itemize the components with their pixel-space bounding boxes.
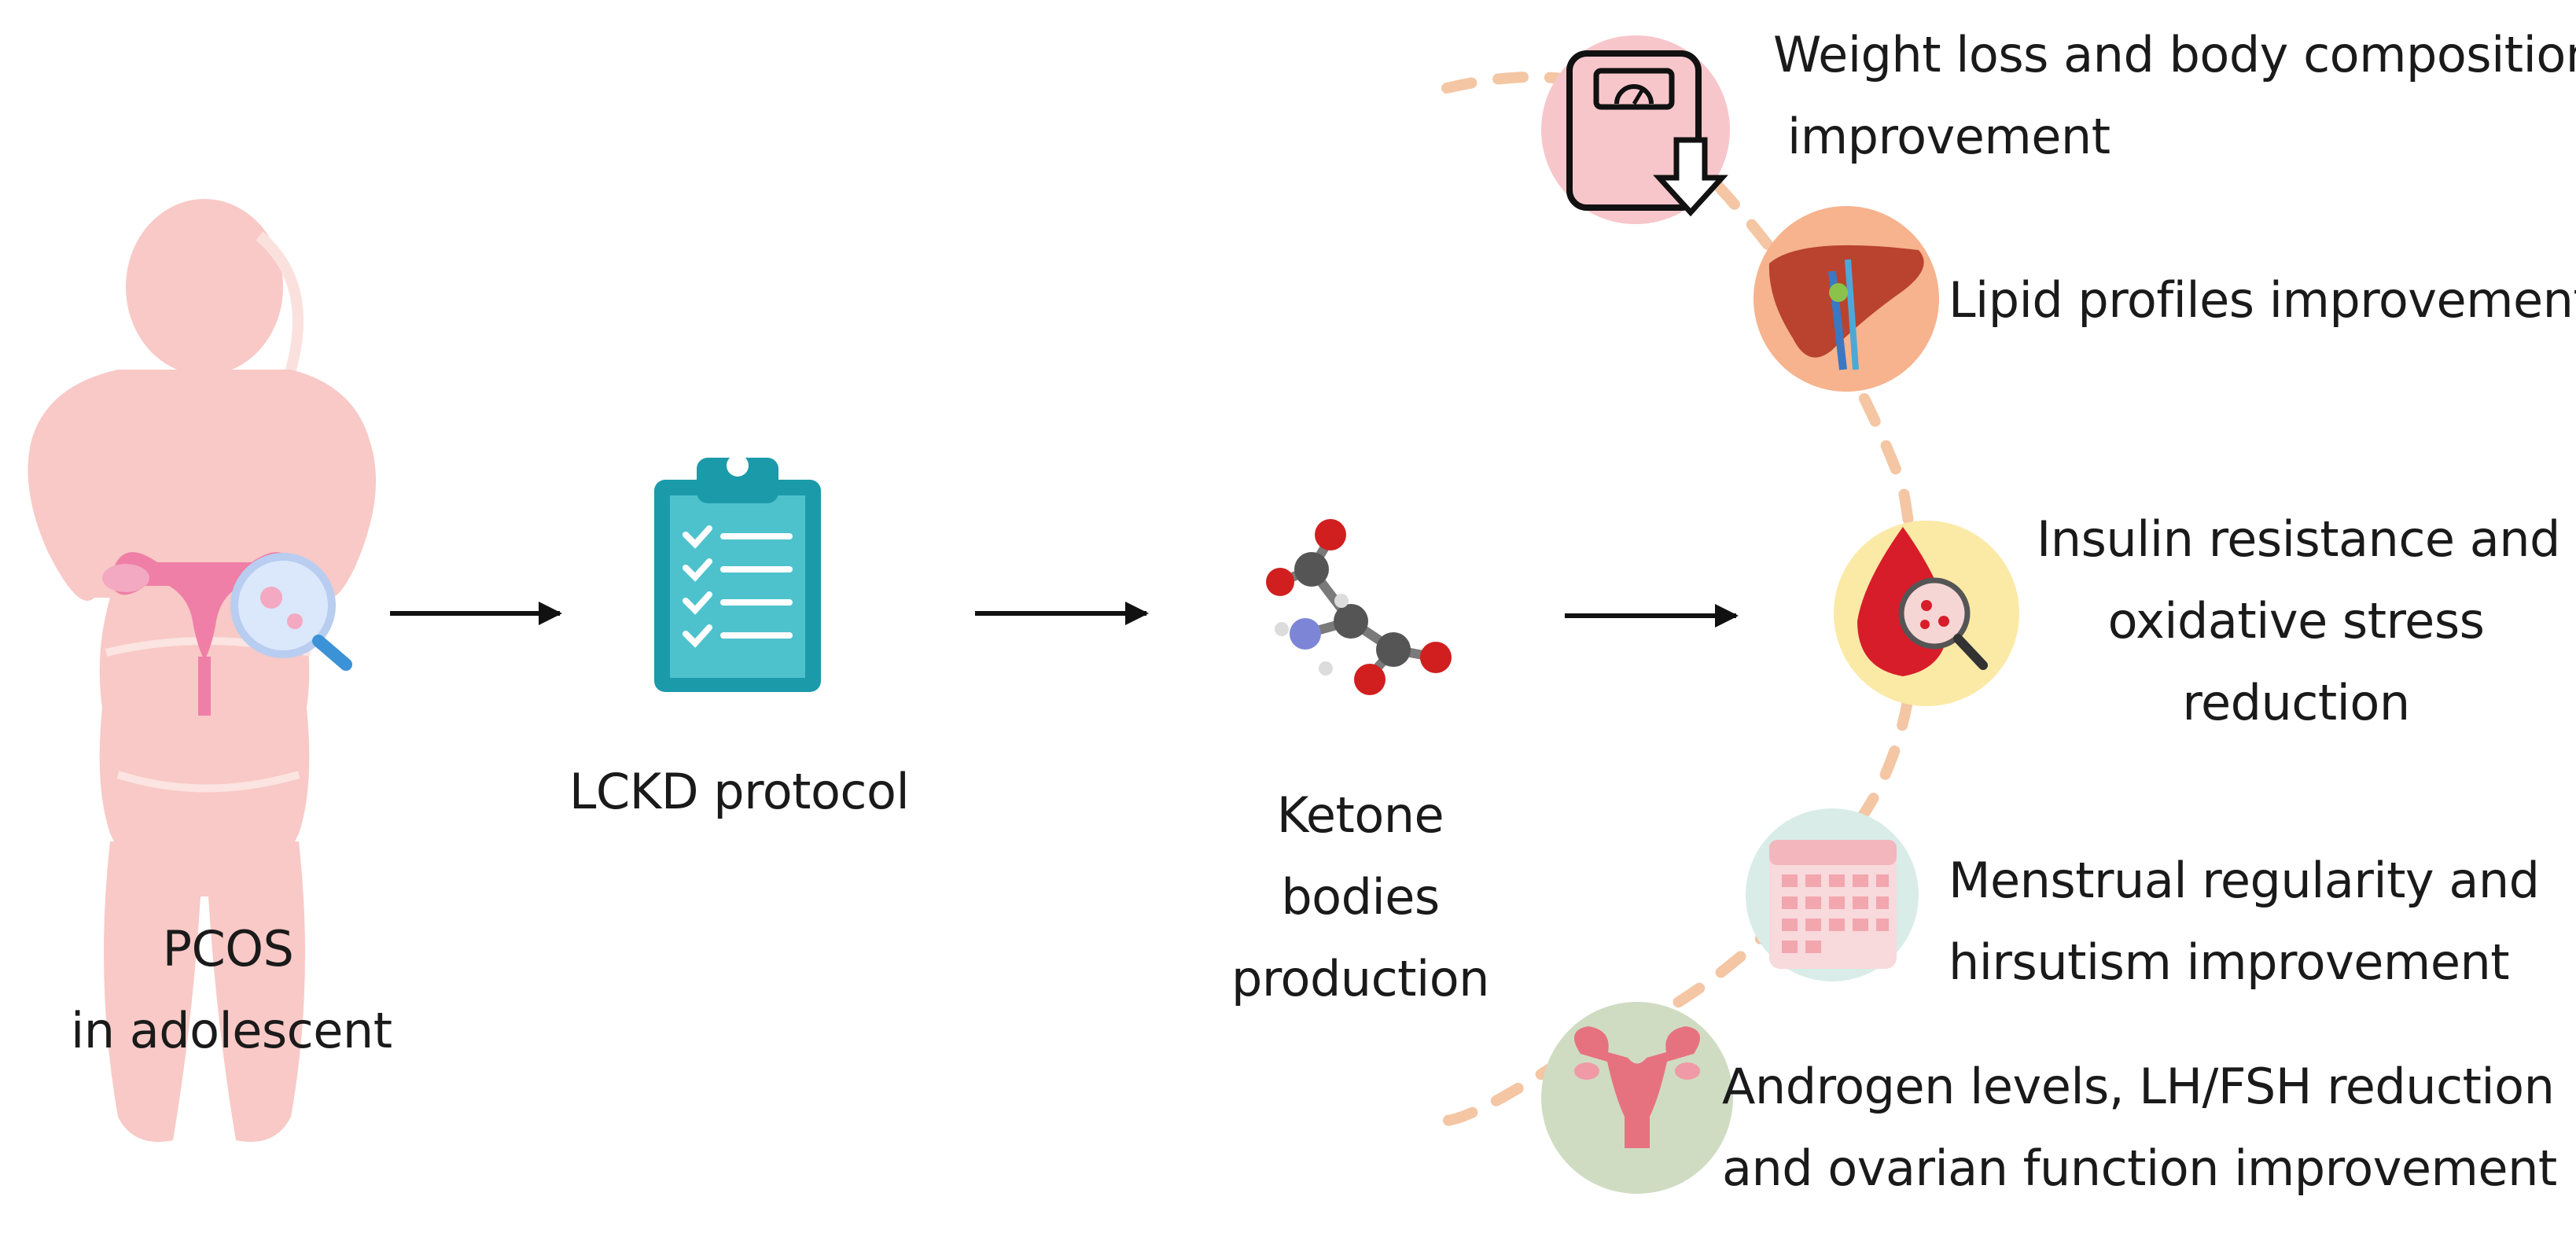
magnifier-icon bbox=[230, 553, 352, 671]
outcome-androgen-line2: and ovarian function improvement bbox=[1722, 1139, 2557, 1198]
patient-label-line2: in adolescent bbox=[71, 1002, 392, 1060]
outcome-weight-line2: improvement bbox=[1787, 108, 2110, 166]
patient-label-line1: PCOS bbox=[162, 920, 294, 977]
outcome-insulin-line3: reduction bbox=[2182, 674, 2410, 732]
outcome-androgen-label: Androgen levels, LH/FSH reduction and ov… bbox=[1722, 1046, 2557, 1209]
outcome-menstrual-label: Menstrual regularity and hirsutism impro… bbox=[1949, 840, 2540, 1003]
liver-icon bbox=[1754, 206, 1939, 392]
outcome-insulin-label: Insulin resistance and oxidative stress … bbox=[2037, 499, 2560, 744]
protocol-label: LCKD protocol bbox=[519, 751, 959, 833]
weight-scale-icon bbox=[1541, 35, 1730, 224]
calendar-icon bbox=[1746, 808, 1919, 981]
outcome-menstrual-line2: hirsutism improvement bbox=[1949, 933, 2510, 992]
ketone-label-line2: bodies bbox=[1281, 868, 1440, 926]
outcome-lipid-line1: Lipid profiles improvement bbox=[1949, 271, 2576, 329]
outcome-insulin-line2: oxidative stress bbox=[2107, 592, 2485, 650]
uterus-outcome-icon bbox=[1541, 1002, 1733, 1194]
outcome-menstrual-line1: Menstrual regularity and bbox=[1949, 852, 2540, 909]
outcome-insulin-line1: Insulin resistance and bbox=[2037, 510, 2560, 568]
outcome-lipid-label: Lipid profiles improvement bbox=[1949, 260, 2576, 341]
patient-label: PCOS in adolescent bbox=[71, 908, 392, 1072]
ketone-label-line3: production bbox=[1231, 950, 1489, 1008]
outcome-androgen-line1: Androgen levels, LH/FSH reduction bbox=[1722, 1058, 2555, 1115]
clipboard-checklist-icon bbox=[654, 455, 821, 692]
blood-drop-icon bbox=[1834, 521, 2019, 706]
outcome-weight-line1: Weight loss and body composition bbox=[1773, 26, 2576, 83]
outcome-weight-label: Weight loss and body composition improve… bbox=[1773, 14, 2576, 178]
ketone-label: Ketone bodies production bbox=[1179, 775, 1541, 1020]
protocol-label-text: LCKD protocol bbox=[569, 763, 910, 820]
molecule-icon bbox=[1266, 519, 1452, 695]
ketone-label-line1: Ketone bbox=[1276, 786, 1444, 844]
